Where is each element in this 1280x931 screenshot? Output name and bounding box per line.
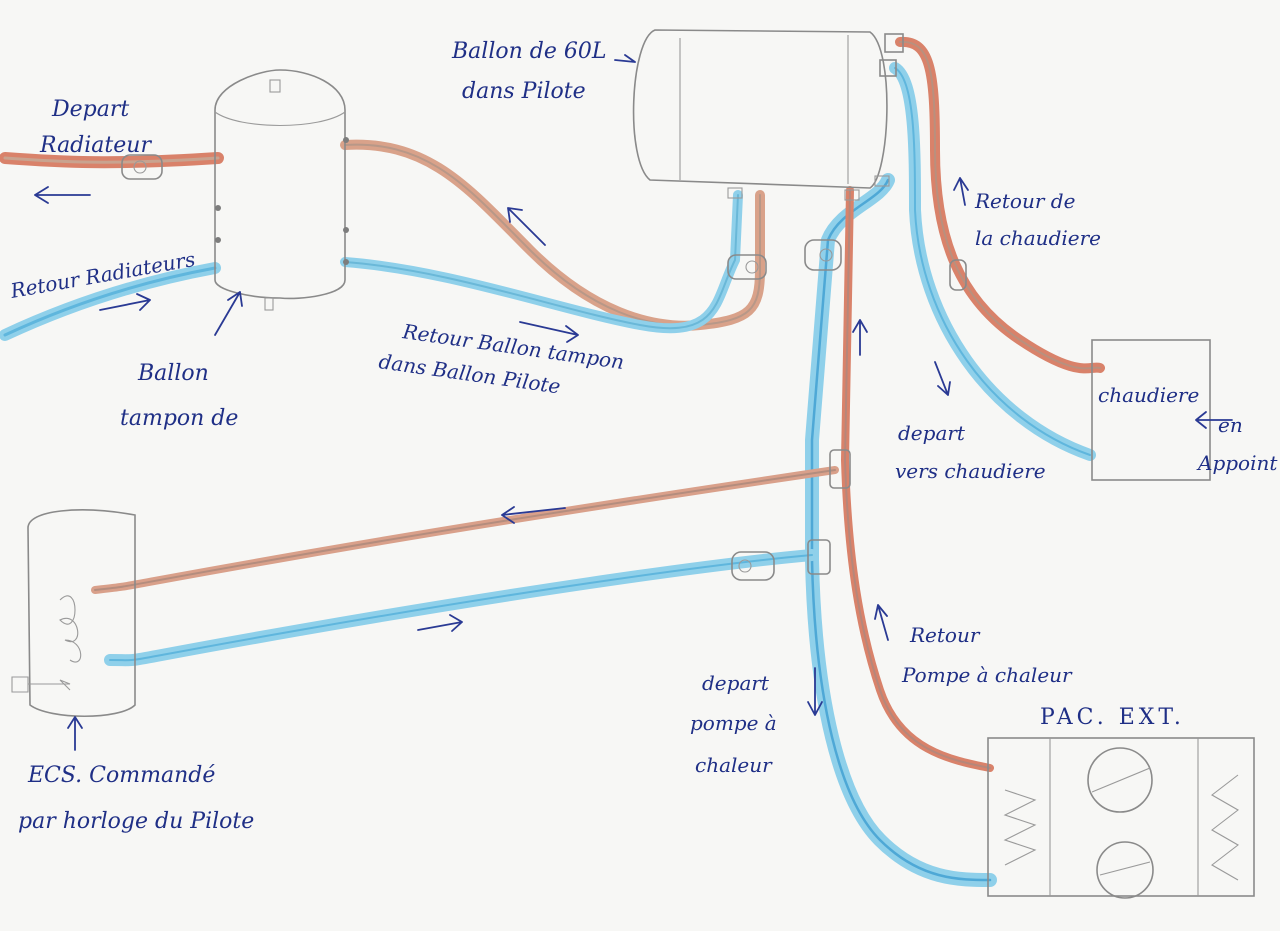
label-en: en — [1218, 413, 1243, 437]
label-depart-chaudiere: depart — [898, 421, 966, 445]
pipe-tampon-to-pilote — [345, 145, 760, 326]
arrow-depart-radiateur — [35, 187, 90, 203]
arrow-ecs-return — [418, 615, 462, 631]
label-la-chaudiere: la chaudiere — [975, 226, 1101, 250]
pac-ext-unit — [988, 738, 1254, 898]
label-chaudiere: chaudiere — [1098, 383, 1199, 407]
label-ecs-commande: ECS. Commandé — [27, 763, 215, 788]
label-vers-chaudiere: vers chaudiere — [895, 459, 1046, 483]
label-pompe-a: pompe à — [690, 711, 777, 735]
pipe-depart-radiateur — [5, 158, 218, 162]
arrow-ballon-tampon — [215, 292, 242, 335]
label-ballon: Ballon — [137, 361, 209, 386]
pipe-ecs-supply — [95, 470, 835, 590]
label-par-horloge: par horloge du Pilote — [18, 809, 254, 834]
arrow-up-pac-retour — [853, 320, 867, 355]
label-dans-pilote: dans Pilote — [462, 79, 586, 104]
label-radiateur: Radiateur — [39, 133, 152, 158]
pipe-depart-vers-chaudiere — [895, 68, 1090, 455]
label-tampon-de: tampon de — [120, 406, 238, 431]
label-retour-de: Retour de — [974, 189, 1075, 213]
label-pompe-a-chaleur: Pompe à chaleur — [901, 663, 1073, 687]
arrow-retour-chaudiere — [954, 178, 968, 205]
arrow-ecs-commande — [68, 717, 82, 750]
chaudiere-box — [1092, 340, 1210, 480]
arrow-ballon-pilote — [615, 55, 635, 62]
label-pac-ext: PAC. EXT. — [1040, 705, 1185, 730]
label-depart-pac: depart — [702, 671, 770, 695]
label-ballon-de-60l: Ballon de 60L — [451, 39, 606, 64]
label-chaleur: chaleur — [695, 753, 773, 777]
label-depart: Depart — [51, 97, 129, 122]
label-retour-pac: Retour — [909, 623, 981, 647]
label-appoint: Appoint — [1196, 451, 1278, 475]
arrow-retour-pac — [875, 605, 888, 640]
arrow-depart-vers-chaudiere — [935, 362, 950, 395]
